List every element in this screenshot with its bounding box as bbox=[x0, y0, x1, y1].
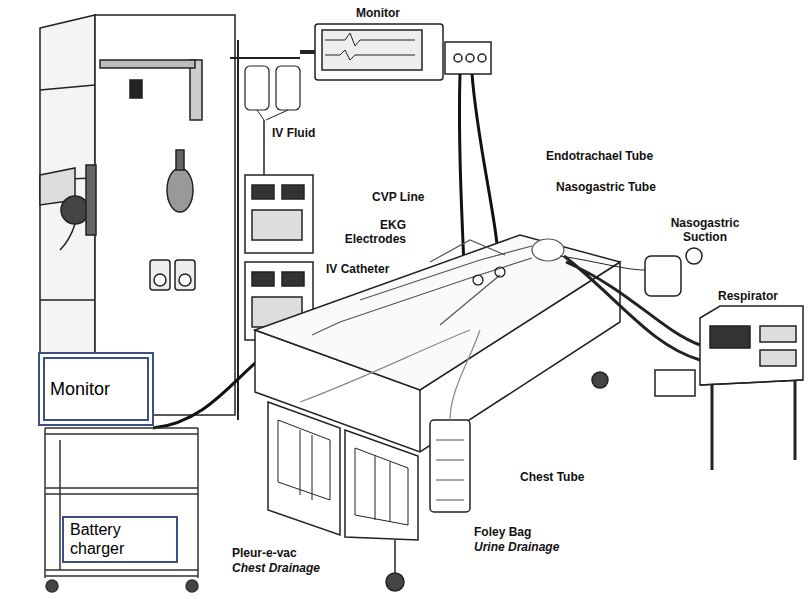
foley-bag bbox=[430, 330, 480, 512]
respirator-part bbox=[760, 350, 796, 366]
part-label: CVP Line bbox=[372, 190, 424, 204]
patient-part bbox=[473, 275, 483, 285]
foley-bag-part bbox=[430, 420, 470, 512]
part-label: Chest Tube bbox=[520, 470, 584, 484]
respirator-part bbox=[700, 306, 803, 385]
wire-cart-part bbox=[186, 580, 198, 592]
patient bbox=[312, 239, 564, 335]
bedside-monitor-part bbox=[478, 54, 486, 62]
respirator-part bbox=[700, 380, 803, 385]
cabinet-part bbox=[61, 196, 89, 224]
box-text: Monitor bbox=[50, 379, 110, 400]
patient-part bbox=[440, 275, 500, 325]
iv-pole-part bbox=[230, 57, 300, 59]
bedside-monitor-part bbox=[322, 30, 422, 70]
wire-cart bbox=[45, 428, 198, 592]
wire-cart-part bbox=[45, 488, 198, 494]
cabinet-part bbox=[60, 224, 75, 250]
bed-part bbox=[419, 390, 421, 452]
bed-part bbox=[592, 372, 608, 388]
part-label: Endotrachael Tube bbox=[546, 149, 653, 163]
infusion-pumps-part bbox=[245, 175, 313, 253]
cabinet-part bbox=[154, 274, 166, 286]
part-label: Urine Drainage bbox=[474, 540, 559, 554]
patient-part bbox=[532, 239, 564, 261]
cabinet-part bbox=[130, 80, 142, 98]
iv-pole-part bbox=[264, 120, 265, 175]
bedside-monitor-part bbox=[445, 42, 491, 74]
bedside-monitor-part bbox=[325, 33, 415, 60]
respirator-part bbox=[711, 385, 714, 470]
infusion-pumps-part bbox=[252, 272, 274, 286]
suction-unit-part bbox=[645, 256, 681, 296]
suction-unit-part bbox=[686, 248, 702, 264]
patient-part bbox=[495, 267, 505, 277]
bedside-monitor-part bbox=[454, 54, 462, 62]
respirator-part bbox=[794, 381, 797, 460]
part-label: Foley Bag bbox=[474, 525, 531, 539]
wire-cart-part bbox=[197, 428, 199, 578]
patient-part bbox=[430, 240, 505, 262]
cabinet-part bbox=[176, 150, 184, 170]
bed-part bbox=[386, 573, 404, 591]
part-label: IV Fluid bbox=[272, 126, 315, 140]
iv-pole-part bbox=[245, 66, 269, 110]
wire-cart-part bbox=[46, 580, 58, 592]
bedside-monitor bbox=[300, 24, 491, 80]
respirator-part bbox=[564, 256, 700, 360]
chest-drainage-part bbox=[355, 448, 408, 525]
cabinet-part bbox=[190, 60, 202, 120]
cabinet-part bbox=[150, 260, 170, 290]
cabinet-part bbox=[100, 60, 195, 68]
cabinet-part bbox=[40, 85, 95, 90]
wire-cart-part bbox=[45, 428, 198, 434]
part-label: Nasogastric Suction bbox=[660, 216, 750, 244]
bedside-monitor-part bbox=[315, 24, 443, 80]
foley-bag-part bbox=[450, 330, 480, 420]
infusion-pumps-part bbox=[252, 185, 274, 199]
iv-pole-part bbox=[237, 40, 239, 420]
bedside-monitor-part bbox=[466, 54, 474, 62]
respirator-part bbox=[760, 326, 796, 342]
respirator-part bbox=[710, 326, 750, 348]
part-label: Chest Drainage bbox=[232, 561, 320, 575]
part-label: Monitor bbox=[356, 6, 400, 20]
part-label: Nasogastric Tube bbox=[556, 180, 656, 194]
chest-drainage bbox=[268, 330, 470, 540]
wire-cart-part bbox=[44, 428, 46, 578]
chest-drainage-part bbox=[278, 420, 330, 500]
iv-pole-part bbox=[257, 110, 288, 175]
part-label: IV Catheter bbox=[326, 262, 389, 276]
chest-drainage-part bbox=[300, 330, 470, 402]
cabinet-part bbox=[167, 168, 193, 212]
infusion-pumps-part bbox=[252, 210, 302, 240]
part-label: EKG Electrodes bbox=[340, 218, 406, 246]
chest-drainage-part bbox=[268, 402, 340, 535]
infusion-pumps-part bbox=[282, 185, 304, 199]
bed bbox=[255, 235, 620, 591]
cabinet-part bbox=[175, 260, 195, 290]
part-label: Respirator bbox=[718, 289, 778, 303]
wire-cart-part bbox=[59, 440, 61, 570]
label-box: Battery charger bbox=[62, 516, 178, 563]
bed-part bbox=[394, 540, 396, 573]
respirator-part bbox=[655, 370, 695, 396]
part-label: Pleur-e-vac bbox=[232, 546, 297, 560]
box-text: Battery charger bbox=[70, 521, 170, 558]
foley-bag-part bbox=[436, 440, 464, 500]
cabinet-part bbox=[86, 165, 96, 235]
patient-part bbox=[312, 258, 532, 335]
respirator bbox=[564, 256, 803, 470]
cabinet-part bbox=[179, 274, 191, 286]
cabinet-part bbox=[40, 299, 95, 301]
bedside-monitor-part bbox=[300, 50, 315, 54]
iv-pole-part bbox=[276, 66, 300, 110]
chest-drainage-part bbox=[345, 430, 418, 540]
label-box: Monitor bbox=[38, 352, 154, 426]
wire-cart-part bbox=[45, 570, 198, 576]
infusion-pumps-part bbox=[282, 272, 304, 286]
